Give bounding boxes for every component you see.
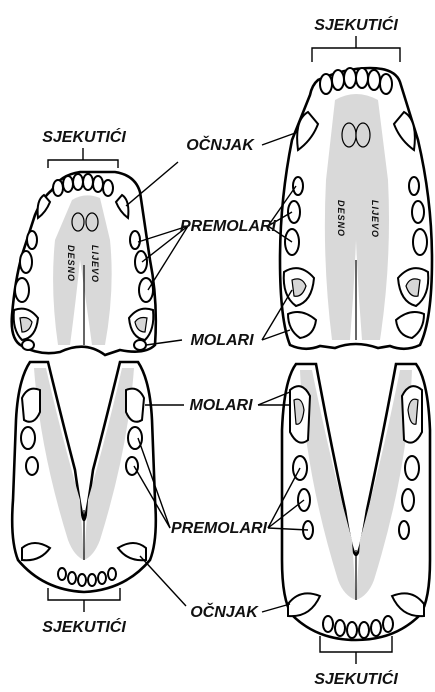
right-upper-side-right: DESNO (336, 200, 346, 237)
label-canine-upper: OČNJAK (186, 135, 255, 154)
right-upper-jaw: DESNO LIJEVO (280, 68, 432, 349)
left-upper-side-right: DESNO (66, 245, 76, 282)
label-premolars-upper: PREMOLARI (180, 218, 277, 235)
label-incisors-top-left: SJEKUTIĆI (42, 127, 126, 146)
right-lower-jaw (282, 364, 430, 640)
label-premolars-lower: PREMOLARI (171, 520, 268, 537)
label-incisors-bottom-right: SJEKUTIĆI (314, 669, 398, 688)
left-upper-side-left: LIJEVO (90, 245, 100, 283)
left-lower-jaw (12, 362, 156, 592)
label-incisors-top-right: SJEKUTIĆI (314, 15, 398, 34)
label-incisors-bottom-left: SJEKUTIĆI (42, 617, 126, 636)
label-molars-upper: MOLARI (190, 332, 254, 349)
label-canine-lower: OČNJAK (190, 602, 259, 621)
right-upper-side-left: LIJEVO (370, 200, 380, 238)
label-molars-lower: MOLARI (189, 397, 253, 414)
